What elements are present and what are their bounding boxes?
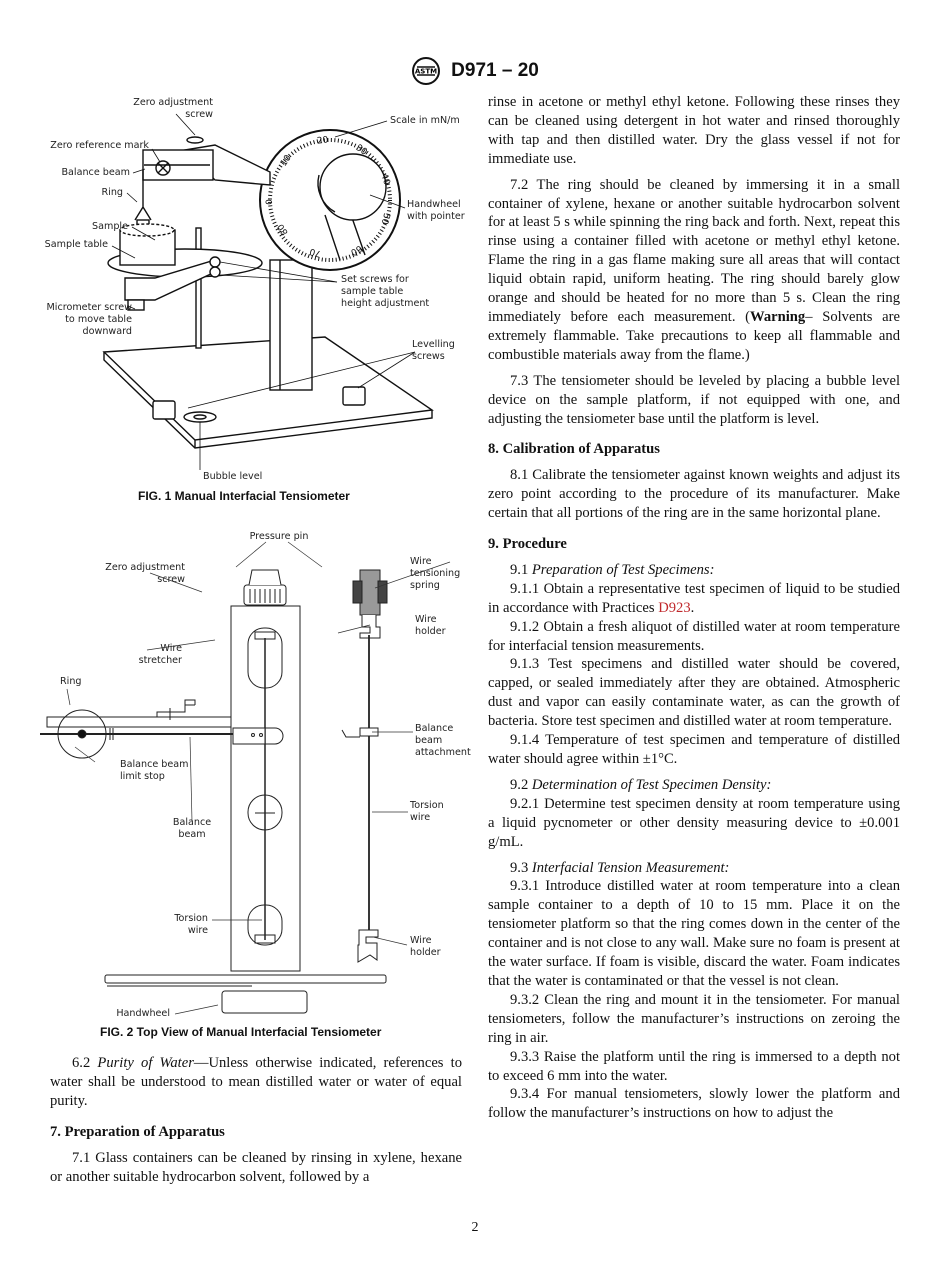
link-d923[interactable]: D923 — [658, 599, 691, 616]
label-torsion-wire-left: Torsion wire — [174, 913, 208, 936]
label-ring: Ring — [60, 676, 82, 687]
svg-text:ASTM: ASTM — [415, 68, 437, 76]
section-9-2-1: 9.2.1 Determine test specimen density at… — [488, 795, 900, 850]
label-balance-beam: Balance beam — [172, 817, 212, 840]
section-9-3-1: 9.3.1 Introduce distilled water at room … — [488, 878, 900, 989]
astm-logo: ASTM — [412, 57, 441, 85]
label-set-screws: Set screws for sample table height adjus… — [341, 274, 430, 309]
label-pressure-pin: Pressure pin — [249, 531, 309, 542]
right-column-text: rinse in acetone or methyl ethyl ketone.… — [488, 93, 900, 1123]
dial-number: 70 — [308, 246, 322, 259]
label-balance-beam-limit-stop: Balance beam limit stop — [120, 759, 189, 782]
label-torsion-wire-right: Torsion wire — [410, 800, 444, 823]
label-zero-adjustment-screw: Zero adjustment screw — [133, 97, 213, 120]
dial-number: 20 — [316, 135, 329, 147]
section-9-2: 9.2 Determination of Test Specimen Densi… — [510, 776, 772, 793]
section-6-2: 6.2 Purity of Water—Unless otherwise ind… — [50, 1055, 462, 1109]
label-balance-beam: Balance beam — [61, 167, 130, 178]
section-7-2: 7.2 The ring should be cleaned by immers… — [488, 176, 900, 363]
label-balance-beam-attachment: Balance beam attachment — [415, 723, 471, 758]
page-header: ASTM D971 – 20 — [0, 56, 950, 86]
figure-1: 0 10 20 30 40 50 60 70 80 Zero adjustmen… — [40, 90, 470, 510]
label-wire-holder-top: Wire holder — [415, 614, 446, 637]
page-number: 2 — [471, 1220, 479, 1235]
label-ring: Ring — [101, 187, 123, 198]
label-wire-tensioning-spring: Wire tensioning spring — [410, 556, 461, 591]
dial-number: 40 — [378, 172, 391, 186]
label-handwheel: Handwheel — [116, 1008, 170, 1019]
figure-2-caption: FIG. 2 Top View of Manual Interfacial Te… — [100, 1025, 382, 1039]
dial-number: 0 — [265, 199, 275, 205]
section-7-1: 7.1 Glass containers can be cleaned by r… — [50, 1149, 462, 1185]
section-7-1-continued: rinse in acetone or methyl ethyl ketone.… — [488, 94, 900, 167]
left-column-text: 6.2 Purity of Water—Unless otherwise ind… — [50, 1054, 462, 1193]
heading-section-7: 7. Preparation of Apparatus — [50, 1123, 225, 1140]
label-zero-reference-mark: Zero reference mark — [50, 140, 149, 151]
section-9-3: 9.3 Interfacial Tension Measurement: — [510, 859, 730, 876]
heading-section-8: 8. Calibration of Apparatus — [488, 441, 660, 458]
section-9-3-4: 9.3.4 For manual tensiometers, slowly lo… — [488, 1086, 900, 1122]
label-scale: Scale in mN/m — [390, 115, 460, 126]
heading-section-9: 9. Procedure — [488, 536, 567, 553]
top-view-drawing — [40, 541, 451, 1015]
tensiometer-drawing: 0 10 20 30 40 50 60 70 80 — [102, 113, 434, 470]
section-9-1-2: 9.1.2 Obtain a fresh aliquot of distille… — [488, 618, 900, 654]
dial-number: 50 — [379, 212, 392, 226]
designation: D971 – 20 — [451, 60, 539, 81]
label-bubble-level: Bubble level — [203, 471, 263, 482]
section-9-1-3: 9.1.3 Test specimens and distilled water… — [488, 656, 900, 730]
label-sample-table: Sample table — [44, 239, 108, 250]
section-7-3: 7.3 The tensiometer should be leveled by… — [488, 372, 900, 427]
section-9-1-1: 9.1.1 Obtain a representative test speci… — [488, 580, 900, 616]
section-9-3-3: 9.3.3 Raise the platform until the ring … — [488, 1048, 900, 1084]
section-8-1: 8.1 Calibrate the tensiometer against kn… — [488, 467, 900, 522]
label-wire-stretcher: Wire stretcher — [138, 643, 182, 666]
label-levelling-screws: Levelling screws — [412, 339, 455, 362]
figure-2: Pressure pin Zero adjustment screw Wire … — [40, 525, 471, 1055]
section-9-1-4: 9.1.4 Temperature of test specimen and t… — [488, 732, 900, 767]
figure-1-caption: FIG. 1 Manual Interfacial Tensiometer — [138, 489, 350, 503]
label-sample: Sample — [92, 221, 128, 232]
label-handwheel-pointer: Handwheel with pointer — [407, 199, 465, 222]
label-wire-holder-bottom: Wire holder — [410, 935, 441, 958]
section-9-3-2: 9.3.2 Clean the ring and mount it in the… — [488, 991, 900, 1046]
section-9-1: 9.1 Preparation of Test Specimens: — [510, 561, 715, 578]
label-zero-adjustment-screw: Zero adjustment screw — [105, 562, 185, 585]
label-micrometer-screw: Micrometer screw to move table downward — [46, 302, 132, 337]
